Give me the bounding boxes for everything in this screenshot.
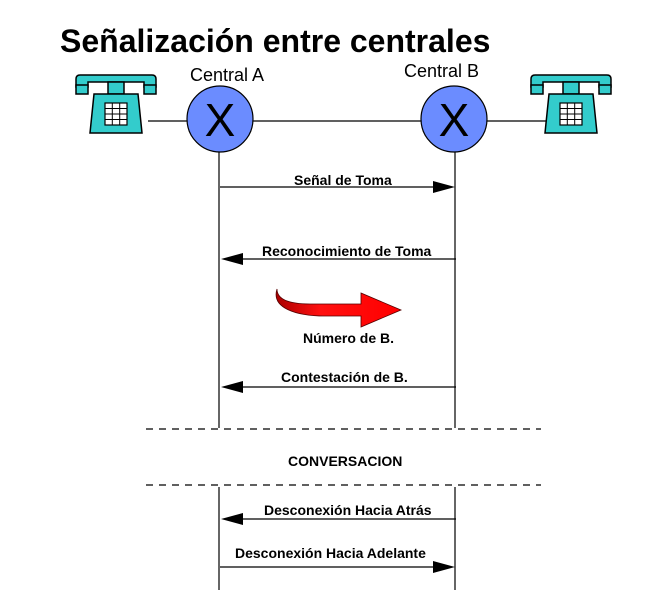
- arrow-reconocimiento-de-toma: [221, 253, 456, 265]
- message-reconocimiento-de-toma: Reconocimiento de Toma: [262, 243, 432, 259]
- conversation-label: CONVERSACION: [288, 453, 402, 469]
- central-a-symbol: X: [205, 94, 236, 146]
- telephone-icon: [530, 74, 612, 134]
- arrow-senal-de-toma: [220, 181, 455, 193]
- central-a-label: Central A: [190, 65, 264, 85]
- curved-arrow-icon: [275, 288, 403, 328]
- message-desconexion-hacia-adelante: Desconexión Hacia Adelante: [235, 545, 426, 561]
- arrow-contestacion-de-b: [221, 381, 456, 393]
- message-contestacion-de-b: Contestación de B.: [281, 369, 408, 385]
- arrow-desconexion-hacia-adelante: [220, 561, 455, 573]
- telephone-icon: [75, 74, 157, 134]
- message-desconexion-hacia-atras: Desconexión Hacia Atrás: [264, 502, 432, 518]
- central-b-label: Central B: [404, 61, 479, 81]
- central-b-symbol: X: [439, 94, 470, 146]
- central-a-switch: X: [186, 85, 254, 153]
- central-b-switch: X: [420, 85, 488, 153]
- arrow-desconexion-hacia-atras: [221, 513, 456, 525]
- page-title: Señalización entre centrales: [60, 23, 490, 59]
- message-senal-de-toma: Señal de Toma: [294, 172, 392, 188]
- message-numero-de-b: Número de B.: [303, 330, 394, 346]
